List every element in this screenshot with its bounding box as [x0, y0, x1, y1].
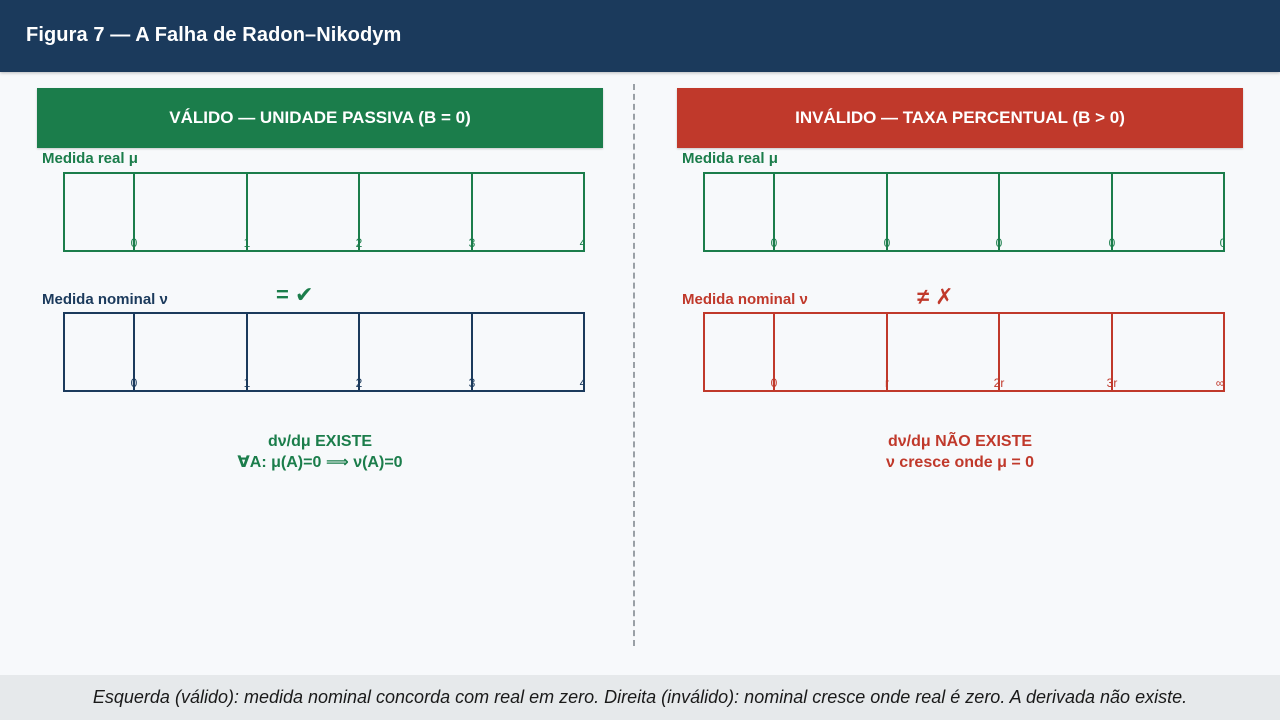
figure-title: Figura 7 — A Falha de Radon–Nikodym	[26, 24, 402, 46]
tick-mark	[246, 314, 248, 390]
tick-label: 1	[243, 376, 251, 390]
tick-mark	[1224, 314, 1225, 390]
tick-mark	[1111, 314, 1113, 390]
invalid-result-condition: ν cresce onde μ = 0	[885, 454, 1035, 471]
tick-label: 0	[1108, 236, 1116, 250]
tick-label: 3r	[1106, 376, 1118, 390]
tick-mark	[1111, 174, 1113, 250]
invalid-result-title: dν/dμ NÃO EXISTE	[887, 433, 1033, 450]
not-equal-cross-icon: ≠ ✗	[917, 284, 954, 309]
invalid-real-measure-bar: 0 0 0 0 0	[703, 172, 1225, 252]
tick-mark	[886, 314, 888, 390]
tick-label: 0	[1220, 236, 1223, 250]
tick-mark	[246, 174, 248, 250]
valid-result-title: dν/dμ EXISTE	[267, 433, 373, 450]
valid-result-condition: ∀A: μ(A)=0 ⟹ ν(A)=0	[237, 454, 403, 471]
valid-real-measure-label: Medida real μ	[42, 150, 138, 167]
tick-mark	[998, 174, 1000, 250]
valid-nominal-measure-label: Medida nominal ν	[42, 291, 168, 308]
tick-mark	[886, 174, 888, 250]
tick-mark	[471, 174, 473, 250]
invalid-panel-heading: INVÁLIDO — TAXA PERCENTUAL (B > 0)	[677, 88, 1243, 148]
tick-label: 4	[580, 236, 583, 250]
tick-label: 0	[770, 376, 778, 390]
tick-label: 0	[995, 236, 1003, 250]
tick-mark	[133, 174, 135, 250]
tick-label: 3	[468, 236, 476, 250]
tick-mark	[471, 314, 473, 390]
tick-label: r	[885, 376, 889, 390]
tick-mark	[998, 314, 1000, 390]
invalid-result: dν/dμ NÃO EXISTE ν cresce onde μ = 0	[677, 431, 1243, 473]
tick-label: ∞	[1215, 376, 1225, 390]
invalid-real-measure-label: Medida real μ	[682, 150, 778, 167]
tick-mark	[1224, 174, 1225, 250]
tick-label: 0	[130, 376, 138, 390]
figure-header: Figura 7 — A Falha de Radon–Nikodym	[0, 0, 1280, 72]
invalid-nominal-measure-bar: 0 r 2r 3r ∞	[703, 312, 1225, 392]
valid-real-measure-bar: 0 1 2 3 4	[63, 172, 585, 252]
tick-mark	[358, 174, 360, 250]
tick-label: 0	[770, 236, 778, 250]
tick-label: 4	[580, 376, 583, 390]
tick-mark	[584, 314, 585, 390]
tick-mark	[358, 314, 360, 390]
valid-panel-heading: VÁLIDO — UNIDADE PASSIVA (B = 0)	[37, 88, 603, 148]
tick-label: 2	[355, 376, 363, 390]
tick-label: 1	[243, 236, 251, 250]
valid-nominal-measure-bar: 0 1 2 3 4	[63, 312, 585, 392]
tick-mark	[773, 314, 775, 390]
tick-mark	[584, 174, 585, 250]
panel-divider	[633, 84, 635, 646]
invalid-nominal-measure-label: Medida nominal ν	[682, 291, 808, 308]
tick-label: 0	[130, 236, 138, 250]
valid-result: dν/dμ EXISTE ∀A: μ(A)=0 ⟹ ν(A)=0	[37, 431, 603, 473]
tick-mark	[773, 174, 775, 250]
tick-label: 2r	[993, 376, 1005, 390]
figure-caption: Esquerda (válido): medida nominal concor…	[0, 675, 1280, 720]
tick-label: 2	[355, 236, 363, 250]
tick-mark	[133, 314, 135, 390]
tick-label: 3	[468, 376, 476, 390]
tick-label: 0	[883, 236, 891, 250]
equal-check-icon: = ✔	[276, 282, 314, 307]
